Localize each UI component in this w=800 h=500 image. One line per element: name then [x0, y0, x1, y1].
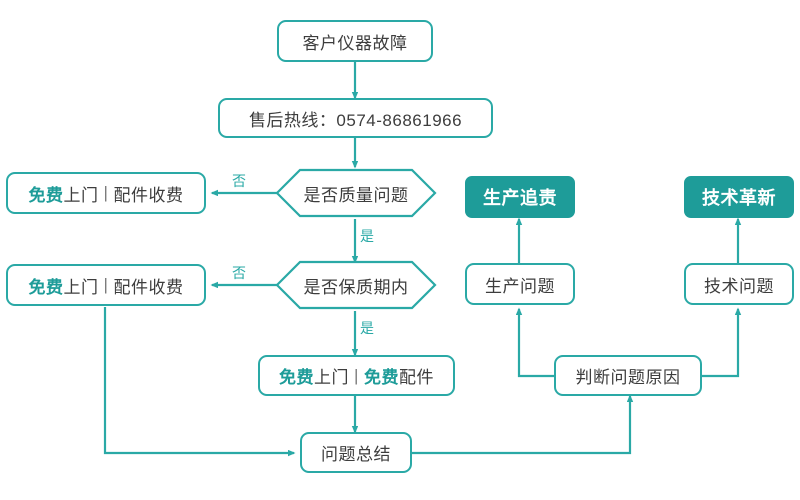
edge-label-quality-yes: 是 — [360, 228, 374, 244]
node-paid-parts-2[interactable]: 免费上门|配件收费 — [6, 264, 206, 306]
node-judge-cause-label: 判断问题原因 — [575, 368, 681, 387]
edge-label-quality-no: 否 — [232, 173, 246, 189]
node-production-issue-label: 生产问题 — [485, 276, 555, 296]
node-production-issue[interactable]: 生产问题 — [465, 263, 575, 305]
node-all-free-free1: 免费 — [279, 368, 315, 387]
node-hotline-label: 售后热线：0574-86861966 — [248, 110, 463, 130]
hexagon-warranty — [275, 260, 437, 310]
node-all-free[interactable]: 免费上门|免费配件 — [258, 355, 455, 396]
edge-judge-to-tech — [702, 307, 742, 378]
node-tech-issue[interactable]: 技术问题 — [684, 263, 794, 305]
node-warranty-check[interactable]: 是否保质期内 — [277, 262, 435, 308]
node-all-free-rest2: 配件 — [398, 368, 434, 387]
node-paid-parts-2-tail: 配件收费 — [113, 277, 184, 297]
node-paid-parts-1-tail: 配件收费 — [113, 185, 184, 205]
node-production-accountability-label: 生产追责 — [483, 188, 557, 208]
hexagon-quality — [275, 168, 437, 218]
node-hotline[interactable]: 售后热线：0574-86861966 — [218, 98, 493, 138]
node-tech-innovation-label: 技术革新 — [702, 188, 776, 208]
node-paid-parts-1-sep: | — [103, 183, 109, 202]
node-paid-parts-2-sep: | — [103, 275, 109, 294]
node-paid-parts-1-free: 免费 — [28, 185, 64, 205]
node-customer-fault-label: 客户仪器故障 — [302, 33, 408, 53]
node-all-free-rest1: 上门 — [314, 368, 350, 387]
node-customer-fault[interactable]: 客户仪器故障 — [277, 20, 433, 62]
node-judge-cause[interactable]: 判断问题原因 — [554, 355, 702, 396]
node-all-free-sep: | — [354, 365, 359, 385]
node-quality-check-label: 是否质量问题 — [303, 185, 409, 205]
node-paid-parts-1-rest: 上门 — [63, 185, 99, 205]
node-paid-parts-2-free: 免费 — [28, 277, 64, 297]
node-paid-parts-2-rest: 上门 — [63, 277, 99, 297]
edge-summary-to-judge — [412, 394, 634, 455]
node-problem-summary[interactable]: 问题总结 — [300, 432, 412, 473]
edge-label-warranty-no: 否 — [232, 265, 246, 281]
edge-paidparts2-to-summary — [103, 307, 296, 457]
node-warranty-check-label: 是否保质期内 — [303, 277, 409, 297]
node-paid-parts-1[interactable]: 免费上门|配件收费 — [6, 172, 206, 214]
edge-label-warranty-yes: 是 — [360, 320, 374, 336]
node-tech-issue-label: 技术问题 — [704, 276, 774, 296]
node-quality-check[interactable]: 是否质量问题 — [277, 170, 435, 216]
edge-judge-to-production — [515, 307, 554, 378]
node-all-free-free2: 免费 — [363, 368, 399, 387]
node-problem-summary-label: 问题总结 — [321, 445, 391, 464]
node-production-accountability[interactable]: 生产追责 — [465, 176, 575, 218]
node-tech-innovation[interactable]: 技术革新 — [684, 176, 794, 218]
